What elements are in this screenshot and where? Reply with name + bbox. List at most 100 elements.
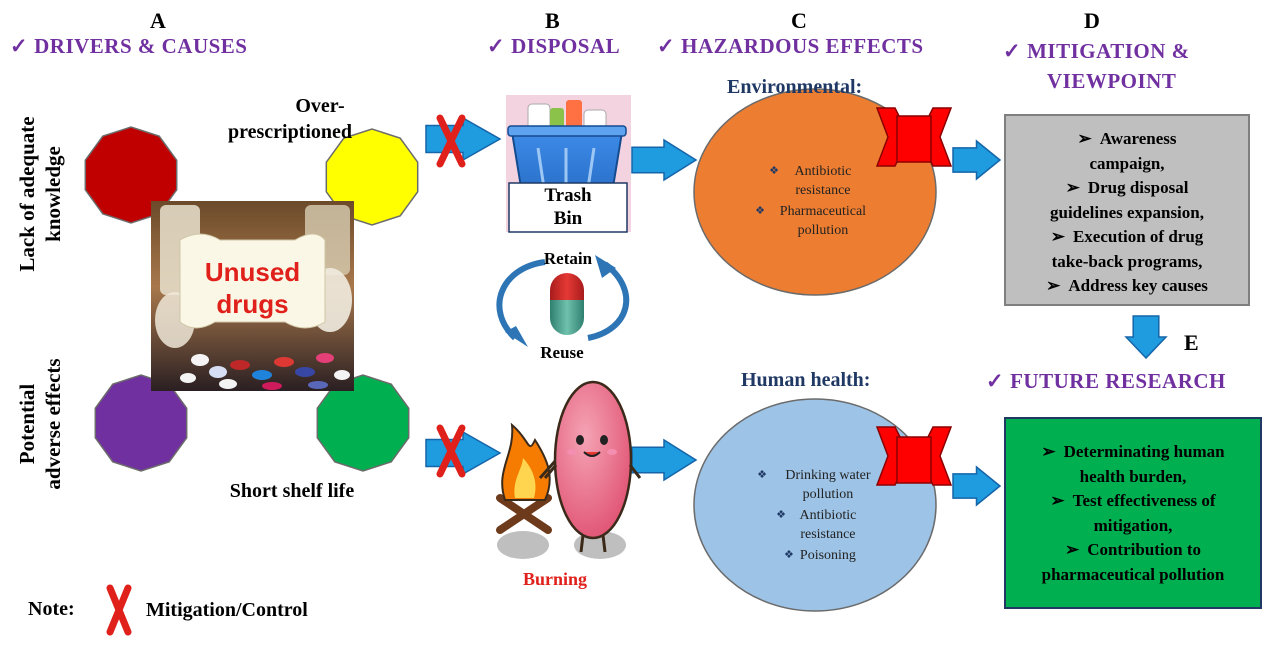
human-health-item-text: Drinking water pollution [785,468,871,502]
checkmark-icon: ✓ [10,34,29,58]
burning-illustration [496,380,642,559]
mitigation-item-line2: campaign, [1089,153,1165,173]
section-letter-c: C [791,8,807,33]
human-health-ellipse [693,398,937,612]
mitigation-item: ➢ Address key causes [1010,274,1244,299]
mitigation-item: ➢ Drug disposal guidelines expansion, [1010,176,1244,225]
label-over-prescribed: Over- prescriptioned [205,93,375,145]
arrow-bullet-icon: ➢ [1041,442,1056,461]
mitigation-item-line2: guidelines expansion, [1050,202,1204,222]
arrow-bullet-icon: ➢ [1077,129,1092,148]
driver-decagon-red [84,126,178,224]
heading-disposal: ✓DISPOSAL [487,34,620,59]
environmental-ellipse [693,88,937,296]
label-over-line1: Over- [295,95,345,117]
trash-bin-image [506,95,631,233]
future-item: ➢ Contribution to pharmaceutical pollution [1010,538,1256,587]
reuse-cycle-arrows [496,255,630,347]
human-health-item: ❖ Antibiotic resistance [740,506,900,544]
heading-disposal-text: DISPOSAL [511,34,621,58]
heading-mitigation: ✓MITIGATION & VIEWPOINT [1003,36,1190,96]
environmental-title: Environmental: [727,76,863,98]
environmental-list: ❖ Antibiotic resistance ❖ Pharmaceutical… [740,162,890,240]
human-health-title: Human health: [741,369,871,391]
x-mark-icon [436,424,466,478]
section-letter-e: E [1184,330,1199,355]
arrow-trash-to-environment [631,138,698,182]
checkmark-icon: ✓ [657,34,676,58]
arrow-drivers-to-trash [425,116,502,162]
environmental-item: ❖ Antibiotic resistance [740,162,890,200]
reuse-label: Reuse [540,343,584,362]
arrow-environment-to-mitigation [952,139,1002,181]
arrow-burning-to-human [631,438,698,482]
label-adverse-line1: Potential [15,383,39,465]
label-adverse-line2: adverse effects [41,358,65,490]
mitigation-list: ➢ Awareness campaign, ➢ Drug disposal guidel… [1010,127,1244,299]
checkmark-icon: ✓ [1003,39,1022,63]
label-lack-of-knowledge: Lack of adequate knowledge [14,94,66,294]
mitigation-item-line1: Address key causes [1068,276,1208,295]
environmental-item: ❖ Pharmaceutical pollution [740,202,890,240]
heading-mitigation-line2: VIEWPOINT [1047,69,1177,93]
note-text: Mitigation/Control [146,599,308,621]
human-health-item: ❖ Poisoning [740,546,900,565]
heading-future-research: ✓FUTURE RESEARCH [986,369,1226,394]
mitigation-item-line1: Drug disposal [1087,178,1189,197]
unused-drugs-photo [151,201,354,391]
label-over-line2: prescriptioned [227,121,353,143]
driver-decagon-green [316,374,410,472]
future-item-line2: mitigation, [1093,515,1173,535]
arrow-bullet-icon: ➢ [1064,540,1080,559]
arrow-bullet-icon: ➢ [1050,491,1065,510]
unused-drugs-label: Unused drugs [180,256,325,320]
heading-hazardous-text: HAZARDOUS EFFECTS [681,34,924,58]
label-lack-line1: Lack of adequate [15,116,39,272]
future-item-line1: Determinating human [1063,442,1225,461]
arrow-bullet-icon: ➢ [1046,276,1061,295]
human-health-item-text: Antibiotic resistance [799,508,857,542]
x-mark-icon [106,584,132,636]
arrow-mitigation-down [1124,315,1168,360]
future-item-line1: Test effectiveness of [1072,491,1216,510]
mitigation-item-line2: take-back programs, [1051,251,1203,271]
mitigation-item-line1: Awareness [1099,129,1177,148]
mitigation-box [1004,114,1250,306]
future-item-line2: pharmaceutical pollution [1041,564,1225,584]
trash-line1: Trash [544,185,592,206]
diamond-bullet-icon: ❖ [757,469,767,481]
heading-hazardous: ✓HAZARDOUS EFFECTS [657,34,924,59]
future-research-box [1004,417,1262,609]
retain-label: Retain [543,249,593,268]
block-icon [875,107,953,167]
heading-mitigation-line1: MITIGATION & [1027,39,1190,63]
diamond-bullet-icon: ❖ [776,509,786,521]
arrow-bullet-icon: ➢ [1065,178,1080,197]
burning-label: Burning [522,569,588,589]
label-lack-line2: knowledge [41,146,65,242]
environmental-item-text: Antibiotic resistance [794,164,852,198]
label-short-shelf-life: Short shelf life [229,480,355,502]
section-letter-a: A [150,8,166,33]
arrow-human-to-future [952,465,1002,507]
checkmark-icon: ✓ [487,34,506,58]
unused-line2: drugs [216,289,289,319]
label-adverse-effects: Potential adverse effects [14,321,66,527]
human-health-list: ❖ Drinking water pollution ❖ Antibiotic … [740,466,900,565]
future-item-line1: Contribution to [1087,540,1202,559]
heading-drivers-text: DRIVERS & CAUSES [34,34,248,58]
arrow-drivers-to-burning [425,430,502,476]
future-item-line2: health burden, [1079,466,1187,486]
diamond-bullet-icon: ❖ [755,205,765,217]
driver-decagon-purple [94,374,188,472]
x-mark-icon [436,114,466,168]
section-letter-d: D [1084,8,1100,33]
future-item: ➢ Test effectiveness of mitigation, [1010,489,1256,538]
diamond-bullet-icon: ❖ [769,165,779,177]
future-item: ➢ Determinating human health burden, [1010,440,1256,489]
capsule-icon [550,273,584,335]
heading-future-research-text: FUTURE RESEARCH [1010,369,1226,393]
